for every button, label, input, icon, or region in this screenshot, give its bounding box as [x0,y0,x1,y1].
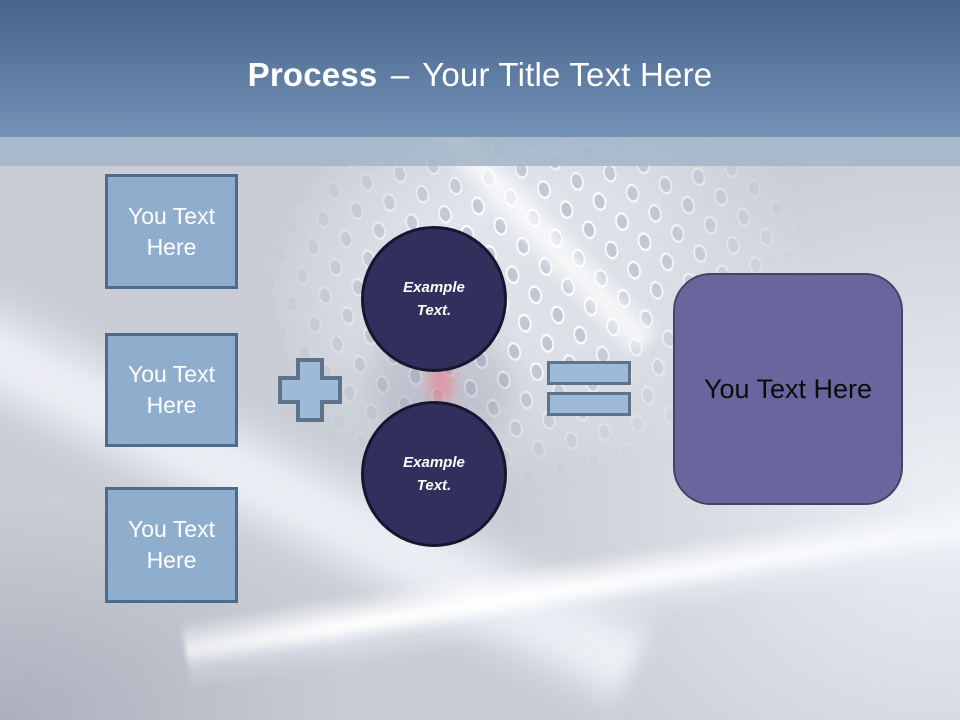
equals-bar-top [547,361,631,385]
input-box-1: You Text Here [105,174,238,289]
equals-icon [547,361,631,423]
example-circle-1: Example Text. [361,226,507,372]
title-rest: Your Title Text Here [422,55,713,93]
input-box-2-label: You Text Here [128,361,215,418]
slide-title: Process – Your Title Text Here [248,44,713,94]
divider-band [0,137,960,166]
title-bar: Process – Your Title Text Here [0,0,960,137]
input-box-1-label: You Text Here [128,202,215,260]
result-box: You Text Here [673,273,903,505]
input-box-2: You Text Here [105,333,238,447]
example-circle-2-label: Example Text. [403,454,465,494]
equals-bar-bottom [547,392,631,416]
plus-icon [278,358,342,422]
example-circle-1-label: Example Text. [403,279,465,319]
title-emphasis: Process [247,55,378,93]
result-box-label: You Text Here [703,373,873,404]
title-dash: – [390,55,410,93]
example-circle-2: Example Text. [361,401,507,547]
input-box-3: You Text Here [105,487,238,603]
input-box-3-label: You Text Here [128,516,215,573]
